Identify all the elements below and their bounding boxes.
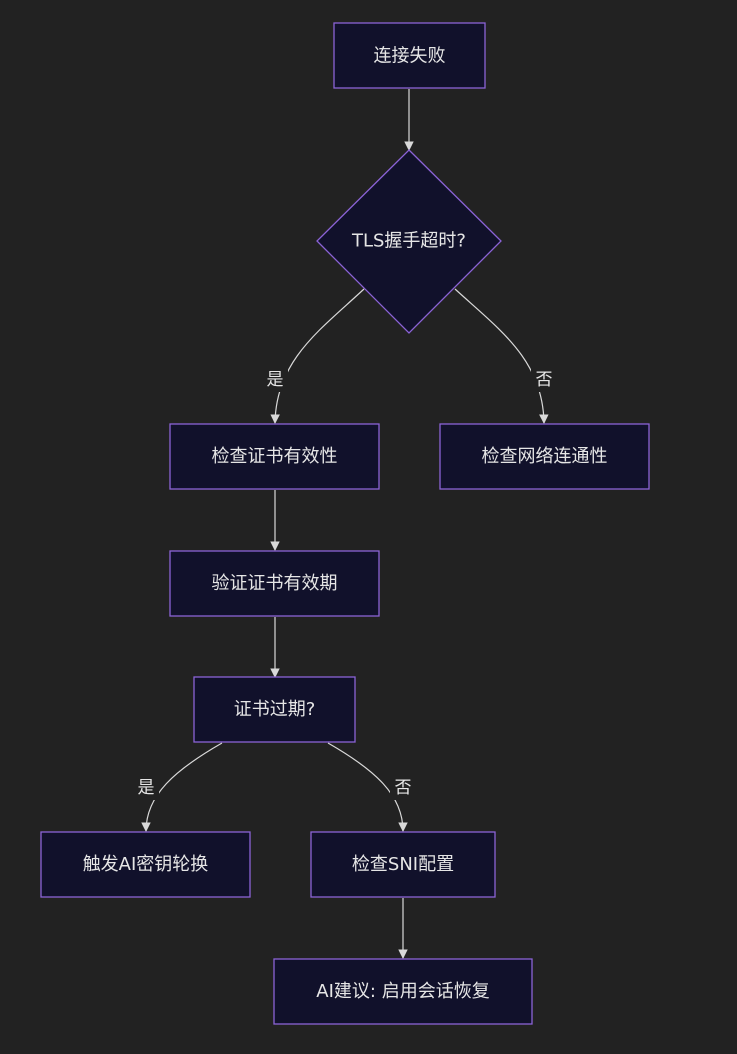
edge-expired-to-rotate	[141, 742, 223, 832]
node-cert-expired-label: 证书过期?	[234, 699, 316, 720]
edge-label-tls-yes: 是	[262, 368, 288, 392]
edge-tls-to-check-cert	[270, 288, 365, 424]
node-verify-expiry: 验证证书有效期	[169, 550, 380, 617]
node-connection-failed-label: 连接失败	[374, 46, 446, 67]
edge-label-expired-no-text: 否	[395, 778, 412, 798]
node-rotate-ai-key-label: 触发AI密钥轮换	[83, 854, 209, 875]
edge-label-expired-yes: 是	[133, 776, 159, 800]
node-check-network-label: 检查网络连通性	[482, 446, 608, 467]
edge-label-tls-no-text: 否	[536, 370, 553, 390]
node-check-sni-label: 检查SNI配置	[352, 854, 454, 875]
node-verify-expiry-label: 验证证书有效期	[212, 573, 338, 594]
node-check-cert-validity-label: 检查证书有效性	[212, 446, 338, 467]
node-tls-timeout-label: TLS握手超时?	[351, 231, 466, 252]
edge-label-expired-yes-text: 是	[138, 778, 155, 798]
edge-label-tls-yes-text: 是	[267, 370, 284, 390]
node-rotate-ai-key: 触发AI密钥轮换	[40, 831, 251, 898]
edge-label-tls-no: 否	[531, 368, 557, 392]
edge-label-expired-no: 否	[390, 776, 416, 800]
edge-expired-to-sni	[327, 742, 408, 832]
node-tls-timeout-decision: TLS握手超时?	[316, 149, 502, 334]
node-connection-failed: 连接失败	[333, 22, 486, 89]
node-check-network: 检查网络连通性	[439, 423, 650, 490]
node-check-sni: 检查SNI配置	[310, 831, 496, 898]
node-ai-suggestion-label: AI建议: 启用会话恢复	[316, 981, 489, 1002]
node-check-cert-validity: 检查证书有效性	[169, 423, 380, 490]
node-ai-suggestion: AI建议: 启用会话恢复	[273, 958, 533, 1025]
edge-tls-to-check-network	[454, 288, 549, 424]
node-cert-expired-decision: 证书过期?	[193, 676, 356, 743]
